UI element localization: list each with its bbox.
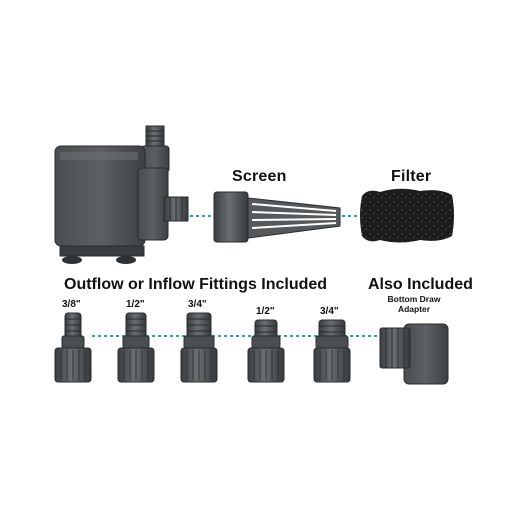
screen-part (213, 191, 341, 243)
pump (54, 125, 189, 264)
fitting-2 (117, 312, 155, 383)
fittings-heading: Outflow or Inflow Fittings Included (64, 276, 328, 293)
fitting-size-label: 1/2" (256, 306, 275, 317)
screen-label: Screen (232, 168, 287, 185)
adapter-caption-line2: Adapter (397, 304, 431, 314)
fitting-5 (313, 319, 351, 383)
also-included-heading: Also Included (368, 276, 473, 293)
fitting-4 (247, 319, 285, 383)
filter-label: Filter (391, 168, 432, 185)
adapter-caption-line1: Bottom Draw (387, 294, 441, 304)
fitting-size-label: 3/8" (62, 299, 81, 310)
fitting-1 (54, 312, 92, 383)
adapter-caption: Bottom Draw Adapter (372, 294, 456, 314)
fitting-size-label: 3/4" (320, 306, 339, 317)
filter-sponge (360, 188, 454, 243)
bottom-draw-adapter (379, 323, 449, 385)
fittings-group (54, 312, 351, 383)
fitting-3 (180, 312, 218, 383)
fitting-size-label: 3/4" (188, 299, 207, 310)
fitting-size-label: 1/2" (126, 299, 145, 310)
